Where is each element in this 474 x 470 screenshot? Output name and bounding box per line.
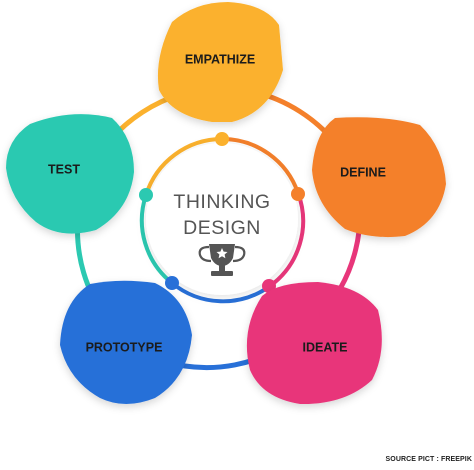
source-credit: SOURCE PICT : FREEPIK xyxy=(385,456,472,463)
inner-ring xyxy=(139,136,306,304)
stage-define: DEFINE xyxy=(312,117,446,238)
inner-ring-segment-define-ideate xyxy=(268,192,306,288)
stage-define-label: DEFINE xyxy=(340,165,386,179)
connector-dot-empathize xyxy=(215,132,229,146)
stage-test: TEST xyxy=(6,114,134,234)
stage-prototype: PROTOTYPE xyxy=(60,280,192,404)
stage-empathize-shape xyxy=(157,2,283,122)
stage-test-label: TEST xyxy=(48,162,80,176)
trophy-icon xyxy=(198,244,246,276)
stage-define-shape xyxy=(312,117,446,238)
stage-empathize: EMPATHIZE xyxy=(157,2,283,122)
stage-ideate-shape xyxy=(246,282,382,405)
center-disc xyxy=(146,143,298,295)
center-title-line2: DESIGN xyxy=(183,217,261,239)
connector-dot-prototype xyxy=(165,276,179,290)
inner-ring-segment-test-empathize xyxy=(144,137,223,196)
stage-prototype-shape xyxy=(60,280,192,404)
center-title-line1: THINKING xyxy=(173,191,270,213)
connector-dot-test xyxy=(139,188,153,202)
stage-empathize-label: EMPATHIZE xyxy=(185,52,255,66)
connector-dot-define xyxy=(291,187,305,201)
stage-ideate: IDEATE xyxy=(246,282,382,405)
stage-test-shape xyxy=(6,114,134,234)
stage-prototype-label: PROTOTYPE xyxy=(86,340,163,354)
stage-ideate-label: IDEATE xyxy=(303,340,348,354)
inner-ring-segment-prototype-test xyxy=(139,194,174,285)
inner-ring-segment-ideate-prototype xyxy=(170,281,272,304)
inner-ring-segment-empathize-define xyxy=(221,136,300,194)
